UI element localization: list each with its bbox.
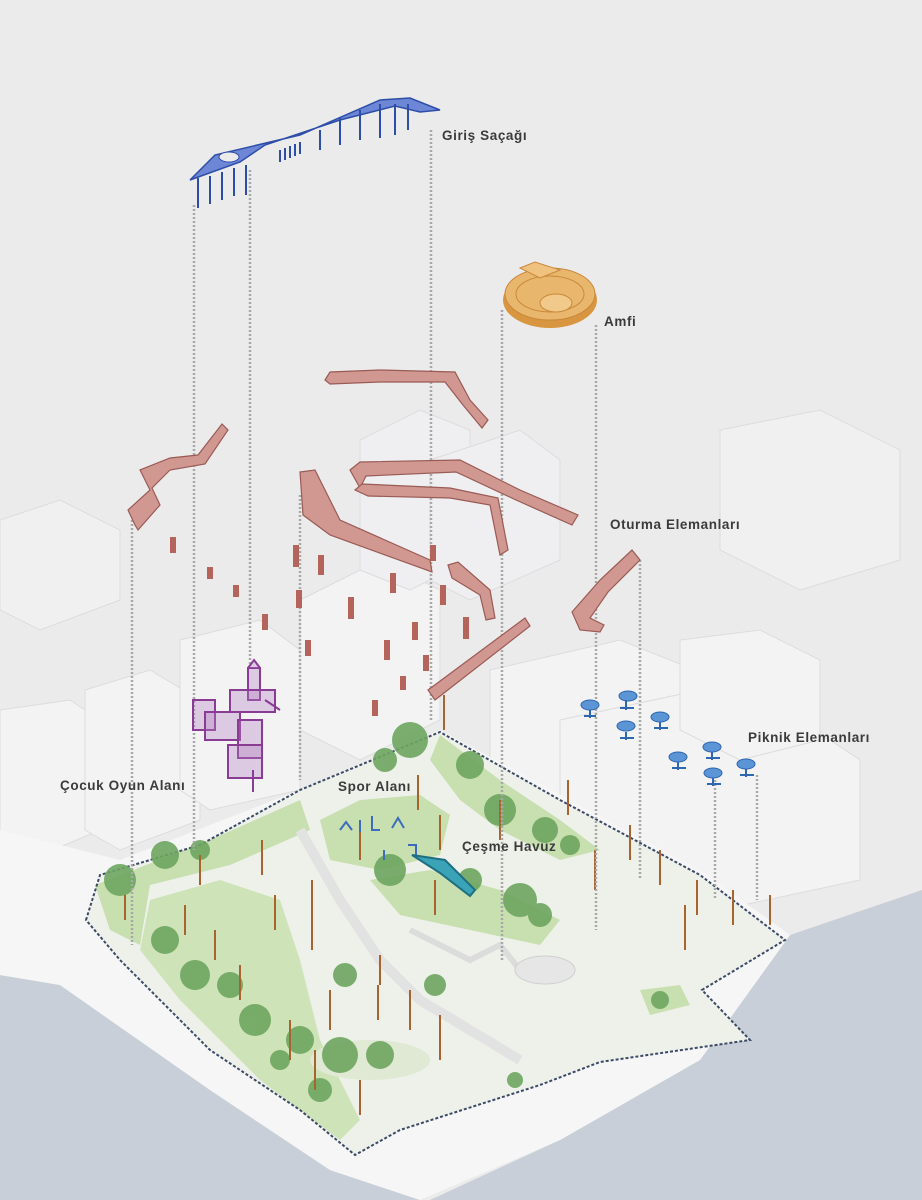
lamp-posts <box>124 695 771 1115</box>
entrance-canopy <box>189 97 441 208</box>
label-cocuk-oyun-alani: Çocuk Oyun Alanı <box>60 778 186 793</box>
fountain-pool <box>411 854 477 898</box>
label-oturma-elemanlari: Oturma Elemanları <box>610 517 741 532</box>
label-amfi: Amfi <box>604 314 637 329</box>
playground-structure <box>192 658 281 792</box>
label-piknik-elemanlari: Piknik Elemanları <box>748 730 871 745</box>
label-cesme-havuz: Çeşme Havuz <box>462 839 557 854</box>
water <box>0 890 922 1200</box>
label-giris-sacagi: Giriş Saçağı <box>442 128 528 143</box>
picnic-elements <box>580 690 756 786</box>
sport-equipment <box>339 816 417 860</box>
label-spor-alani: Spor Alanı <box>338 779 412 794</box>
seating-elements <box>127 369 641 716</box>
leader-lines <box>130 130 759 960</box>
amphitheatre <box>503 261 597 328</box>
